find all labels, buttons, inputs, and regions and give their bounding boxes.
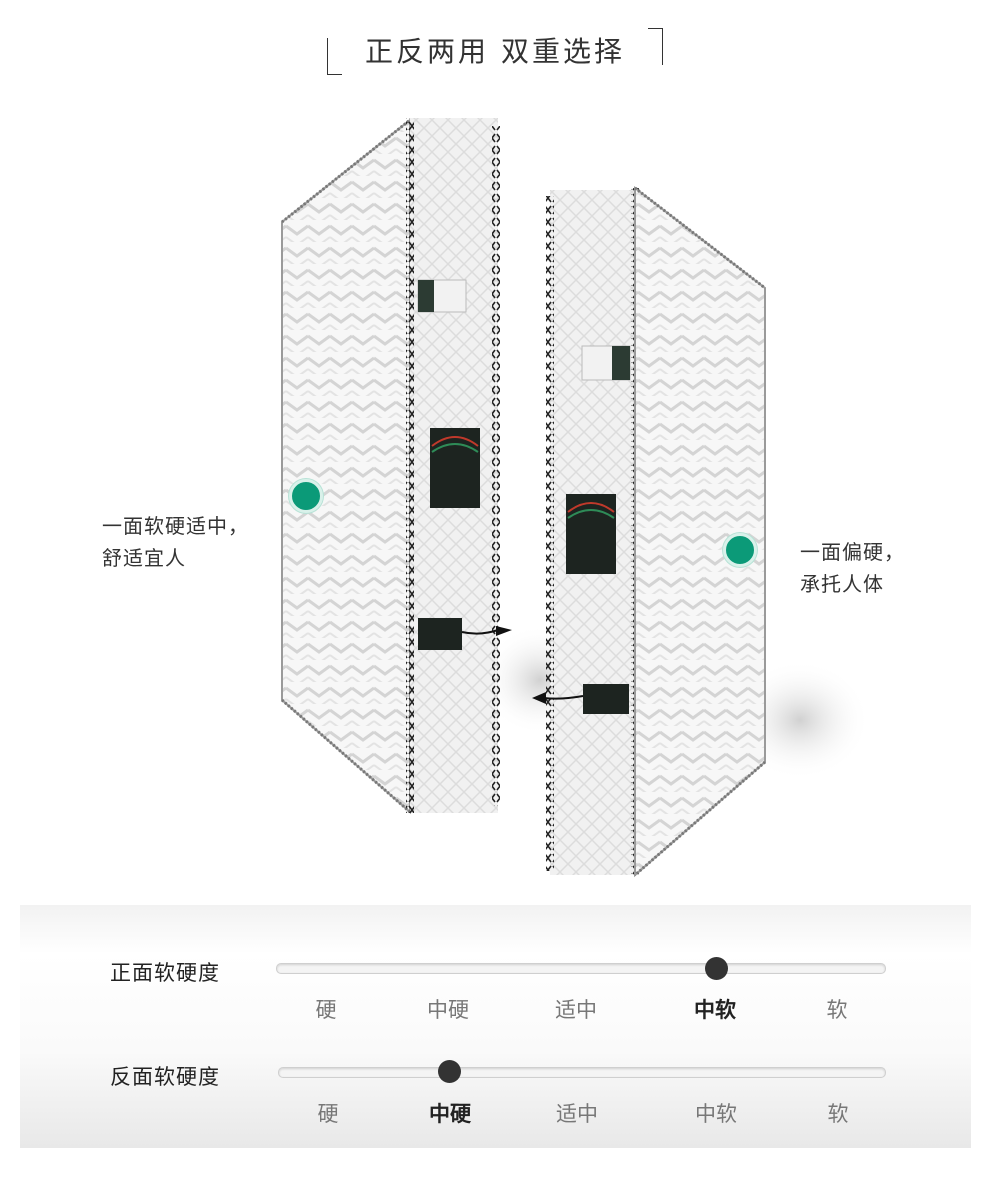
- title-bracket-right: [648, 28, 663, 65]
- back-firmness-slider-knob: [438, 1060, 461, 1083]
- back-level-1: 硬: [317, 1102, 339, 1126]
- title-bracket-left: [327, 38, 342, 75]
- front-level-1: 硬: [315, 998, 337, 1022]
- back-level-2-selected: 中硬: [429, 1102, 471, 1126]
- front-level-5: 软: [826, 998, 848, 1022]
- back-firmness-slider-track: [278, 1067, 886, 1078]
- mattress-product-image: [281, 117, 870, 878]
- front-level-3: 适中: [555, 998, 597, 1022]
- back-level-5: 软: [827, 1102, 849, 1126]
- right-note-line1: 一面偏硬，: [800, 540, 905, 564]
- left-hotspot-dot: [289, 479, 323, 513]
- firmness-panel: 正面软硬度 硬 中硬 适中 中软 软 反面软硬度 硬 中硬 适中 中软 软: [20, 905, 971, 1148]
- back-level-3: 适中: [556, 1102, 598, 1126]
- left-side-note: 一面软硬适中， 舒适宜人: [102, 510, 249, 574]
- left-note-line1: 一面软硬适中，: [102, 514, 249, 538]
- back-firmness-label: 反面软硬度: [110, 1065, 220, 1089]
- right-hotspot-dot: [723, 533, 757, 567]
- right-side-note: 一面偏硬， 承托人体: [800, 536, 905, 600]
- front-firmness-label: 正面软硬度: [110, 961, 220, 985]
- right-note-line2: 承托人体: [800, 572, 884, 596]
- front-level-4-selected: 中软: [694, 998, 736, 1022]
- front-firmness-slider-track: [276, 963, 886, 974]
- left-note-line2: 舒适宜人: [102, 546, 186, 570]
- page-title: 正反两用 双重选择: [365, 35, 625, 68]
- front-firmness-slider-knob: [705, 957, 728, 980]
- back-level-4: 中软: [695, 1102, 737, 1126]
- front-level-2: 中硬: [427, 998, 469, 1022]
